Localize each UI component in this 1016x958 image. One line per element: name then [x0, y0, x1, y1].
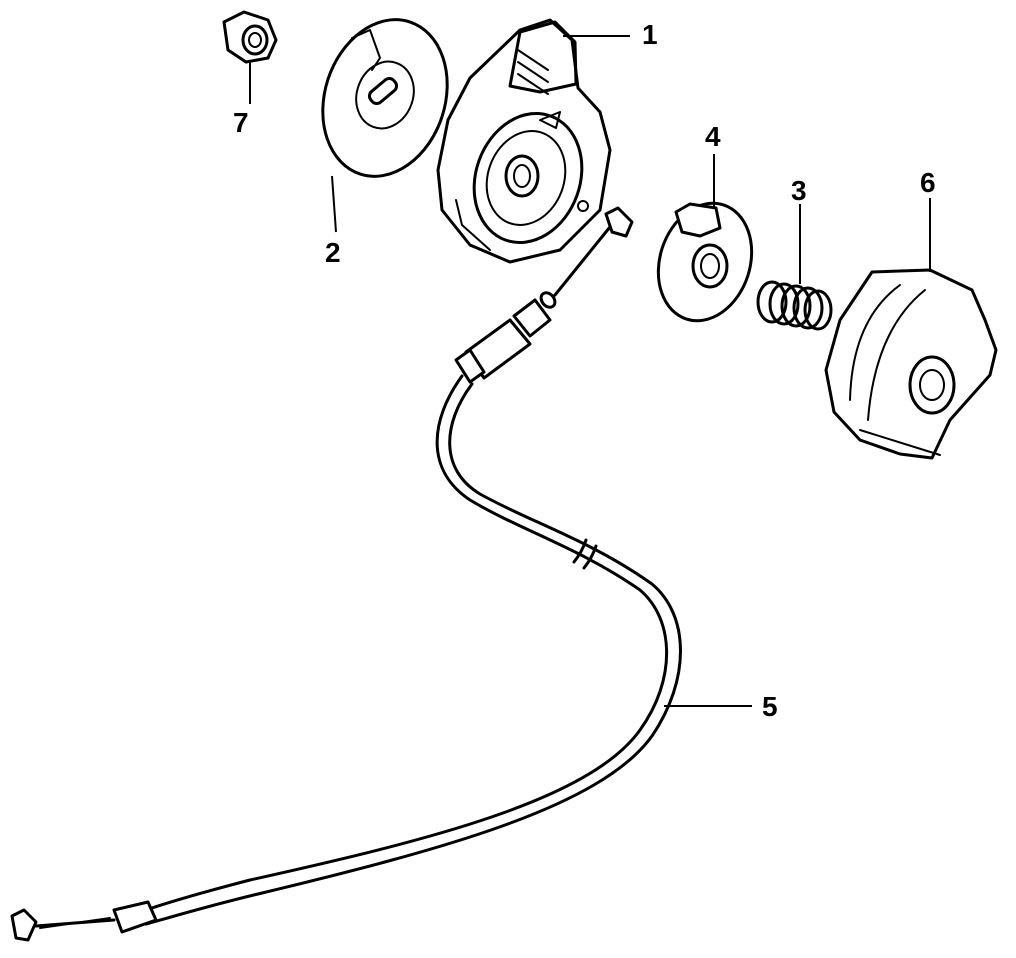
part-7-nut[interactable]	[222, 10, 278, 64]
leader-2	[331, 175, 337, 233]
callout-6: 6	[920, 167, 936, 198]
callouts: 1 2 3 4 5 6 7	[233, 19, 936, 722]
part-3-spring[interactable]	[756, 280, 833, 331]
callout-7: 7	[233, 107, 249, 138]
leader-lines	[249, 35, 931, 707]
callout-4: 4	[705, 121, 721, 152]
part-4-pulley[interactable]	[644, 191, 767, 333]
callout-3: 3	[791, 175, 807, 206]
part-1-throttle-housing[interactable]	[436, 18, 612, 264]
part-6-cover[interactable]	[824, 268, 998, 460]
part-5-throttle-cable[interactable]	[10, 206, 682, 942]
callout-5: 5	[762, 691, 778, 722]
part-2-washer-plate[interactable]	[303, 3, 467, 192]
callout-1: 1	[642, 19, 658, 50]
callout-2: 2	[325, 237, 341, 268]
